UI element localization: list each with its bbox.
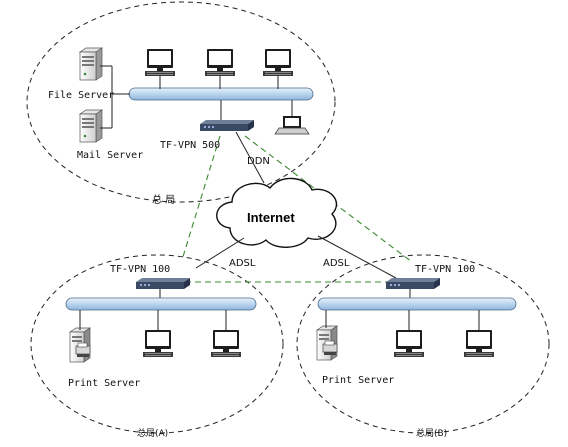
vpn-router-icon xyxy=(386,278,440,289)
server-icon xyxy=(79,109,103,143)
desktop-pc-icon xyxy=(205,49,235,76)
adsl-link-a-label: ADSL xyxy=(229,258,256,269)
server-icon xyxy=(79,47,103,81)
internet-label: Internet xyxy=(247,210,295,225)
branch-a-site: TF-VPN 100 Print Server 总局(A) xyxy=(65,264,257,439)
desktop-pc-icon xyxy=(464,330,494,357)
branch-b-lan-bus xyxy=(317,297,517,311)
file-server-label: File Server xyxy=(48,90,114,101)
branch-b-router-label: TF-VPN 100 xyxy=(415,264,475,275)
branch-b-site-label: 总局(B) xyxy=(416,427,447,439)
branch-a-site-boundary xyxy=(30,254,284,434)
laptop-icon xyxy=(274,100,310,135)
desktop-pc-icon xyxy=(263,49,293,76)
hq-site-boundary xyxy=(26,1,336,203)
desktop-pc-icon xyxy=(145,49,175,76)
print-server-icon xyxy=(69,327,91,363)
branch-a-lan-bus xyxy=(65,297,257,311)
vpn-router-icon xyxy=(136,278,190,289)
hq-site-label: 总 局 xyxy=(152,193,175,206)
desktop-pc-icon xyxy=(143,330,173,357)
vpn-router-icon xyxy=(200,120,254,131)
desktop-pc-icon xyxy=(211,330,241,357)
ddn-link-label: DDN xyxy=(247,156,270,167)
branch-b-site-boundary xyxy=(296,254,550,434)
hq-site: File Server Mail Server TF-VPN 500 DDN 总… xyxy=(48,47,314,206)
hq-router-label: TF-VPN 500 xyxy=(160,140,220,151)
branch-a-site-label: 总局(A) xyxy=(137,427,168,439)
branch-a-router-label: TF-VPN 100 xyxy=(110,264,170,275)
internet-cloud-icon: Internet xyxy=(216,177,338,248)
branch-b-print-server-label: Print Server xyxy=(322,375,394,386)
branch-a-print-server-label: Print Server xyxy=(68,378,140,389)
print-server-icon xyxy=(316,325,338,361)
hq-lan-bus xyxy=(128,87,314,101)
mail-server-label: Mail Server xyxy=(77,150,143,161)
desktop-pc-icon xyxy=(394,330,424,357)
adsl-link-b-label: ADSL xyxy=(323,258,350,269)
branch-b-site: TF-VPN 100 Print Server 总局(B) xyxy=(316,264,517,439)
